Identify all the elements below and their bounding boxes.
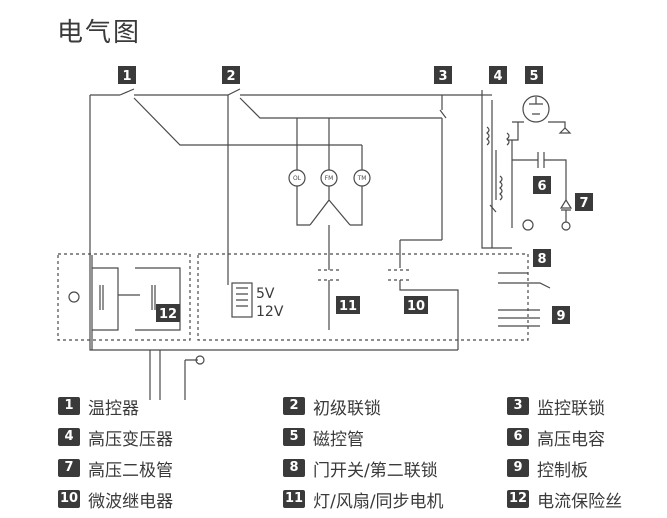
callout: 12 (159, 307, 177, 322)
motor-label: FM (325, 175, 334, 182)
voltage-label: 12V (256, 304, 284, 320)
callout: 4 (493, 69, 502, 84)
callout: 2 (226, 69, 235, 84)
switch-2 (227, 88, 241, 96)
callout: 6 (537, 179, 546, 194)
callout: 11 (339, 299, 357, 314)
callout: 10 (407, 299, 425, 314)
callout: 9 (556, 309, 565, 324)
callout: 5 (529, 69, 538, 84)
callout: 7 (579, 196, 588, 211)
switch-1 (119, 88, 135, 96)
voltage-label: 5V (256, 286, 275, 302)
callout: 3 (438, 69, 447, 84)
callout-group: 1 2 3 4 5 6 7 8 9 10 11 12 (118, 66, 593, 324)
page-title: 电气图 (57, 18, 142, 48)
callout: 1 (122, 69, 131, 84)
motor-label: TM (357, 175, 367, 182)
motor-label: OL (293, 175, 302, 182)
callout: 8 (537, 252, 546, 267)
